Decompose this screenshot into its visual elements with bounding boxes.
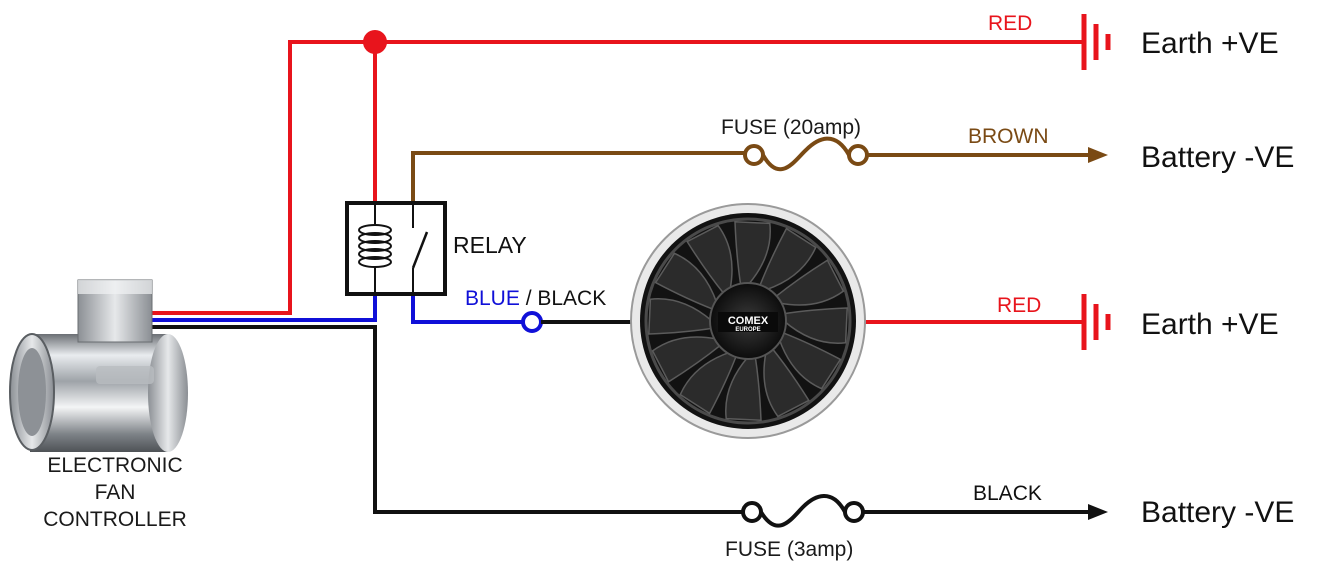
fan-brand-label: COMEX [728,315,769,327]
blue-wire-relay-out [411,294,524,324]
brown-arrow-head [1088,147,1108,163]
fuse-20amp-symbol [743,136,869,172]
earth-symbol-top [1081,14,1111,70]
controller-label-line3: CONTROLLER [43,508,187,531]
black-arrow-head [1088,504,1108,520]
fuse-3amp-symbol [741,494,865,528]
fan-blade [734,221,771,287]
fan-blade [758,227,817,291]
wire-label-red-top: RED [988,12,1032,35]
fan-blade [763,346,810,418]
wire-label-red-fan: RED [997,294,1041,317]
fan-blade [725,355,762,421]
terminal-earth-top: Earth +VE [1141,27,1279,60]
fan-image: COMEX EUROPE [630,203,866,439]
relay-box [345,201,447,296]
earth-symbol-mid [1081,294,1111,350]
blue-black-connector [521,311,543,333]
wire-label-black-bottom: BLACK [973,482,1042,505]
brown-wire [411,151,745,203]
wire-label-brown: BROWN [968,125,1049,148]
terminal-battery-top: Battery -VE [1141,141,1294,174]
black-wire-main [148,325,745,514]
fuse-3amp-label: FUSE (3amp) [725,538,853,561]
wire-label-black-suffix: / BLACK [520,287,606,310]
fan-blade [778,331,842,390]
fan-brand-sublabel: EUROPE [735,327,760,333]
wire-label-blue: BLUE [465,287,520,310]
fan-blade [651,336,723,383]
blue-wire-controller [148,294,377,322]
fan-blade [654,252,718,311]
controller-label-line1: ELECTRONIC [47,454,182,477]
fan-blade [648,298,714,335]
relay-label: RELAY [453,232,527,258]
fuse-20amp-label: FUSE (20amp) [721,116,861,139]
fan-blade [686,224,733,296]
red-junction-dot [363,30,387,54]
terminal-battery-bottom: Battery -VE [1141,496,1294,529]
wire-label-blue-black: BLUE / BLACK [465,287,606,310]
fan-blade [679,351,738,415]
fan-blade [782,307,848,344]
terminal-earth-mid: Earth +VE [1141,308,1279,341]
fan-controller-image [9,279,188,452]
red-wire-main [148,40,1082,315]
fan-blade [773,259,845,306]
controller-label-line2: FAN [95,481,136,504]
